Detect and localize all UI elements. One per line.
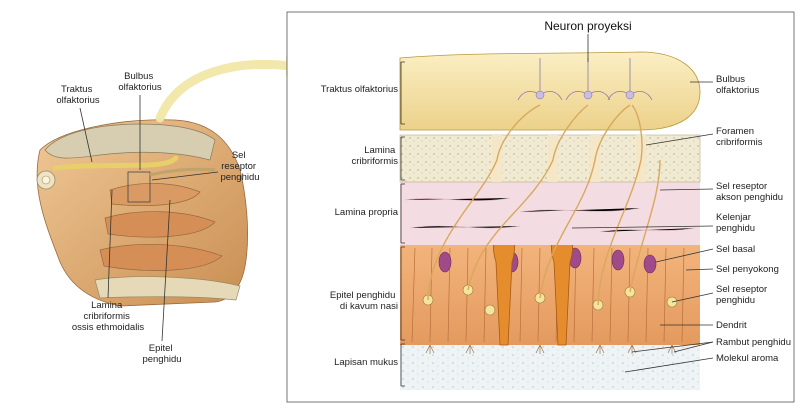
lamina-propria-layer (400, 182, 700, 245)
label-foramen-cribriformis: Foramen cribriformis (716, 126, 763, 148)
detail-illustration (400, 52, 700, 390)
label-dendrit: Dendrit (716, 320, 747, 331)
label-epitel-left: Epitel penghidu (142, 343, 181, 365)
label-molekul-aroma: Molekul aroma (716, 353, 779, 364)
label-sel-penyokong: Sel penyokong (716, 264, 779, 275)
label-epitel-penghidu: Epitel penghidu di kavum nasi (330, 290, 398, 312)
label-sel-basal: Sel basal (716, 244, 755, 255)
mucus-layer (400, 340, 700, 390)
label-traktus-olfaktorius: Traktus olfaktorius (321, 84, 399, 95)
label-lapisan-mukus: Lapisan mukus (334, 357, 398, 368)
label-rambut-penghidu: Rambut penghidu (716, 337, 791, 348)
label-lamina-propria: Lamina propria (335, 207, 399, 218)
title-neuron-proyeksi: Neuron proyeksi (544, 19, 631, 33)
head-section-illustration (37, 120, 248, 306)
zoom-arrow (160, 64, 290, 118)
label-bulbus-left: Bulbus olfaktorius (118, 71, 162, 93)
label-traktus-left: Traktus olfaktorius (56, 84, 100, 106)
label-kelenjar-penghidu: Kelenjar penghidu (716, 212, 755, 234)
